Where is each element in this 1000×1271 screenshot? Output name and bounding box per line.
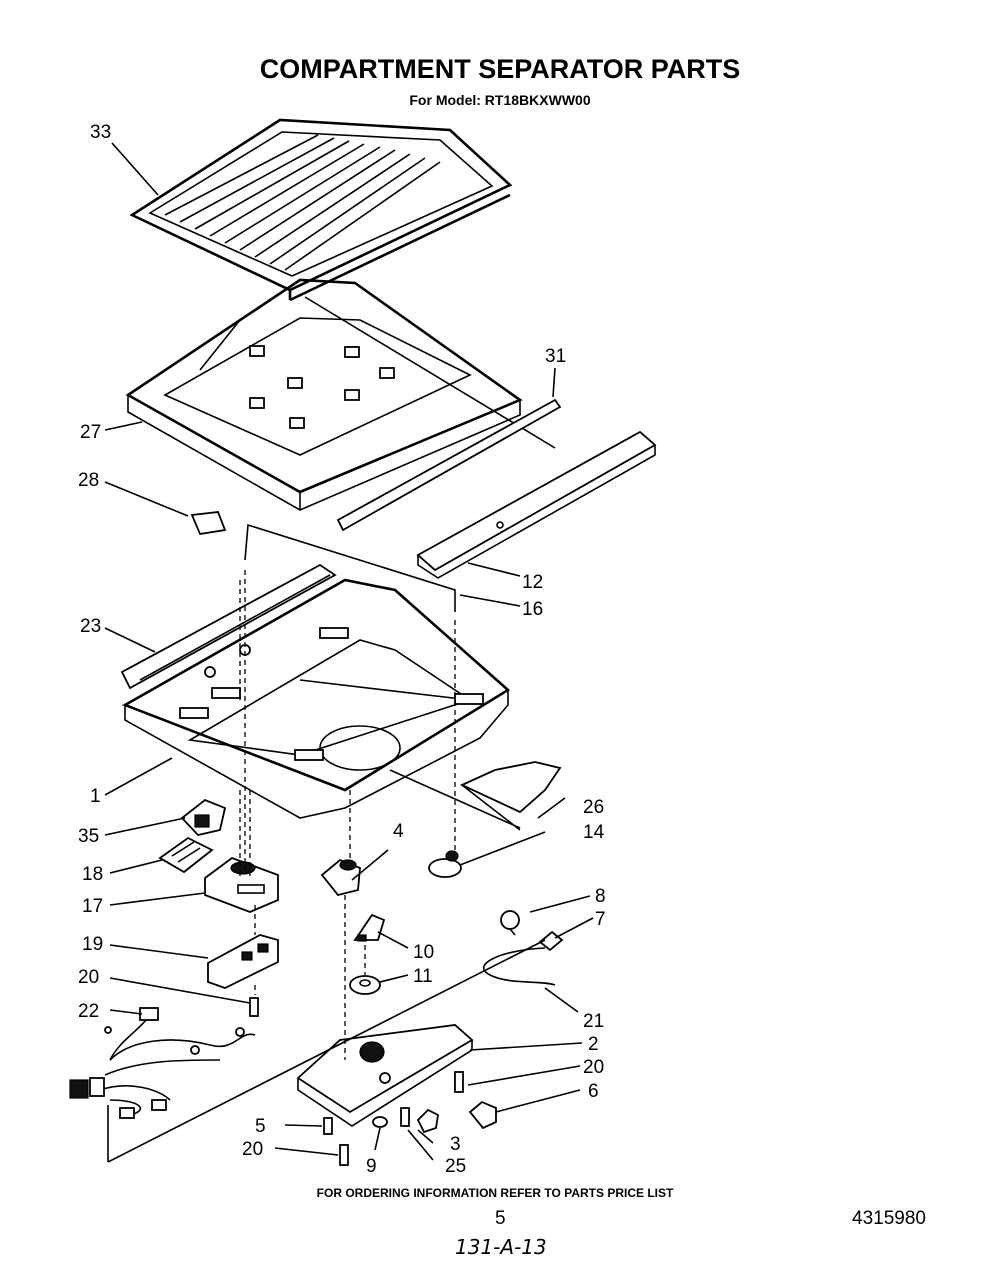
callout-17: 17 bbox=[82, 896, 103, 917]
part-18-grille-plate bbox=[158, 836, 214, 874]
callout-20-left: 20 bbox=[78, 967, 99, 988]
leader-lines bbox=[104, 142, 594, 1161]
callout-6: 6 bbox=[588, 1081, 599, 1102]
callout-21: 21 bbox=[583, 1011, 604, 1032]
callout-23: 23 bbox=[80, 616, 101, 637]
handwritten-code: 131-A-13 bbox=[455, 1235, 547, 1259]
callout-9: 9 bbox=[366, 1156, 377, 1177]
part-22-wiring-harness bbox=[69, 1007, 256, 1119]
callout-7: 7 bbox=[595, 909, 606, 930]
callout-2: 2 bbox=[588, 1034, 599, 1055]
callout-3: 3 bbox=[450, 1134, 461, 1155]
part-25-screw bbox=[400, 1107, 410, 1127]
callout-8: 8 bbox=[595, 886, 606, 907]
callout-20-bottom: 20 bbox=[242, 1139, 263, 1160]
part-9-spacer bbox=[372, 1116, 388, 1128]
ordering-note: FOR ORDERING INFORMATION REFER TO PARTS … bbox=[317, 1186, 674, 1200]
callout-35: 35 bbox=[78, 826, 99, 847]
part-14-cup bbox=[428, 850, 462, 878]
part-11-grommet bbox=[349, 975, 381, 995]
part-28-pad bbox=[190, 511, 227, 536]
page-number: 5 bbox=[495, 1208, 506, 1229]
part-6-connector bbox=[468, 1100, 497, 1130]
model-subtitle: For Model: RT18BKXWW00 bbox=[409, 92, 590, 108]
part-8-bulb bbox=[500, 910, 520, 936]
part-20-screw-right bbox=[454, 1071, 464, 1093]
part-1-separator-pan bbox=[121, 578, 521, 829]
callout-5: 5 bbox=[255, 1116, 266, 1137]
callout-4: 4 bbox=[393, 821, 404, 842]
part-5-screw bbox=[323, 1117, 333, 1135]
part-10-switch bbox=[353, 913, 386, 942]
callout-28: 28 bbox=[78, 470, 99, 491]
part-17-control-housing bbox=[204, 856, 279, 913]
callout-18: 18 bbox=[82, 864, 103, 885]
part-23-front-rail bbox=[120, 563, 337, 690]
callout-22: 22 bbox=[78, 1001, 99, 1022]
part-4-damper-knob bbox=[320, 858, 361, 897]
part-3-terminal bbox=[416, 1108, 439, 1134]
part-16-wire bbox=[244, 523, 456, 612]
part-19-bezel bbox=[207, 934, 279, 989]
callout-14: 14 bbox=[583, 822, 605, 843]
callout-19: 19 bbox=[82, 934, 103, 955]
part-27-separator-frame bbox=[125, 278, 556, 511]
part-2-lower-housing bbox=[296, 1024, 474, 1127]
callout-16: 16 bbox=[522, 599, 543, 620]
part-26-insulation bbox=[459, 761, 562, 814]
callout-26: 26 bbox=[583, 797, 604, 818]
callout-12: 12 bbox=[522, 572, 543, 593]
part-20-screw-left bbox=[249, 997, 259, 1017]
part-31-gasket-strip bbox=[336, 398, 562, 532]
callout-27: 27 bbox=[80, 422, 101, 443]
callout-25: 25 bbox=[445, 1156, 466, 1177]
part-21-wire-harness bbox=[483, 947, 556, 986]
callout-33: 33 bbox=[90, 122, 111, 143]
part-33-shelf-grille bbox=[129, 118, 513, 302]
callout-20-right: 20 bbox=[583, 1057, 604, 1078]
callout-1: 1 bbox=[90, 786, 101, 807]
part-20-screw-lower bbox=[339, 1144, 349, 1166]
part-35-bracket bbox=[180, 798, 227, 836]
part-12-rear-channel bbox=[416, 430, 657, 579]
callout-11: 11 bbox=[413, 966, 433, 987]
page-title: COMPARTMENT SEPARATOR PARTS bbox=[260, 54, 741, 84]
document-number: 4315980 bbox=[852, 1208, 926, 1229]
callout-10: 10 bbox=[413, 942, 434, 963]
callout-31: 31 bbox=[545, 346, 566, 367]
